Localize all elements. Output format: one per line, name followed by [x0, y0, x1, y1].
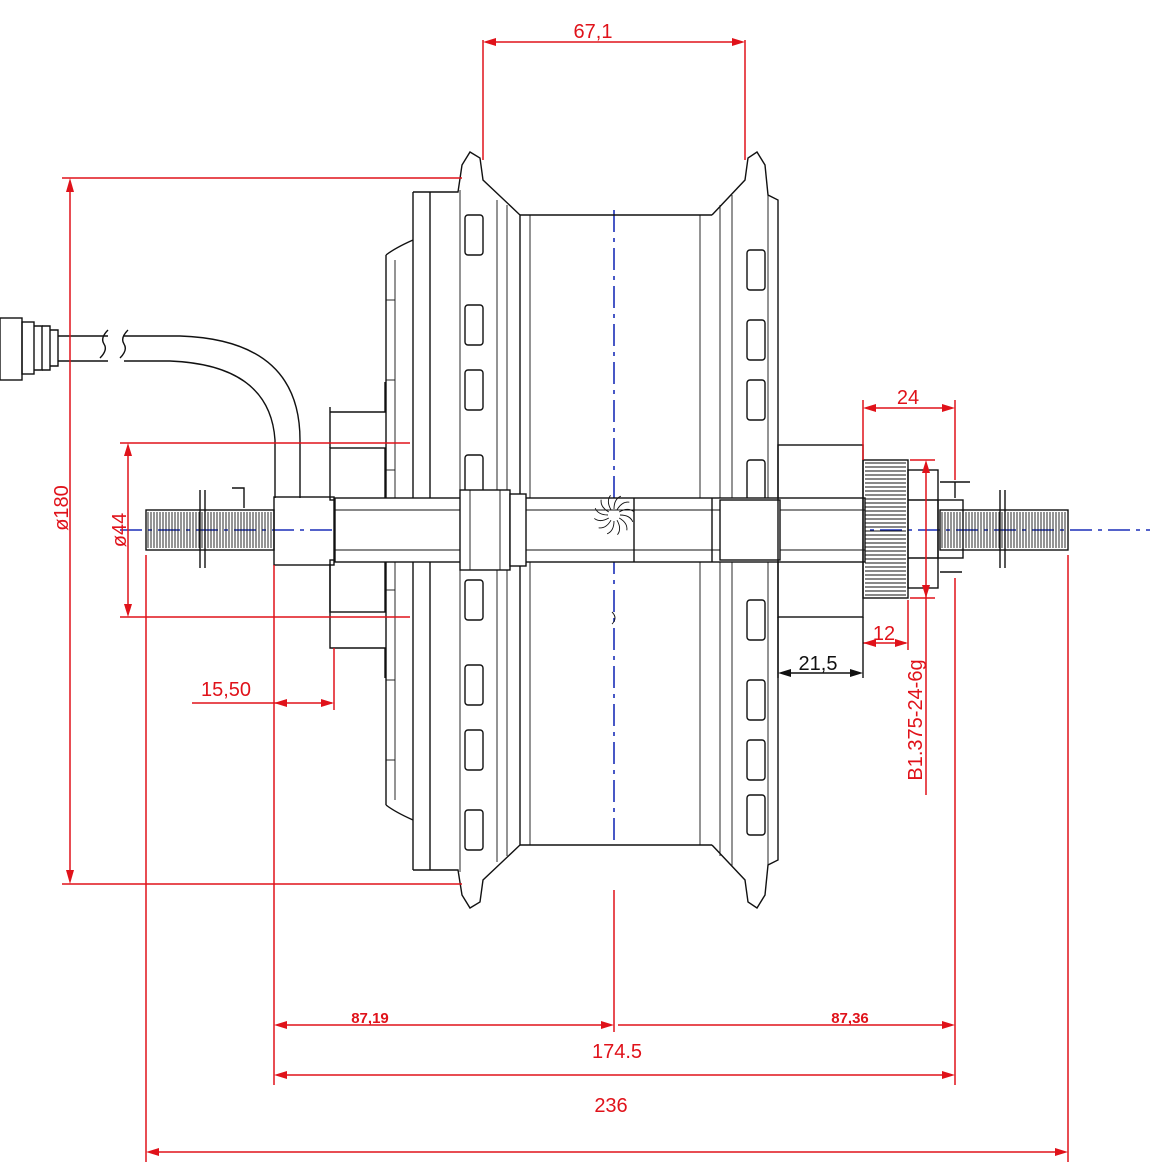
- left-axle: [145, 487, 335, 568]
- cable-connector: [0, 317, 23, 381]
- cable: [0, 317, 301, 498]
- dim-diameter-outer: ø180: [51, 485, 73, 531]
- dim-center-to-right: 87,36: [831, 1010, 869, 1027]
- dim-thread-width: 12: [873, 623, 895, 645]
- dim-axle-step: 24: [897, 387, 919, 409]
- dim-left-to-center: 87,19: [351, 1010, 389, 1027]
- right-axle: [939, 490, 1069, 568]
- dim-diameter-hub: ø44: [109, 513, 131, 547]
- dim-left-offset: 15,50: [201, 679, 251, 701]
- dim-freewheel-offset: 21,5: [799, 653, 838, 675]
- sensor-symbol: [594, 495, 634, 535]
- dim-overall-axle-length: 236: [594, 1095, 627, 1117]
- dim-dropout-spacing: 174.5: [592, 1041, 642, 1063]
- dim-thread-spec: B1.375-24-6g: [905, 659, 927, 780]
- right-freewheel: [777, 444, 970, 618]
- inner-axle: [334, 489, 866, 625]
- dim-flange-spacing: 67,1: [574, 21, 613, 43]
- dimension-lines: [62, 38, 1069, 1162]
